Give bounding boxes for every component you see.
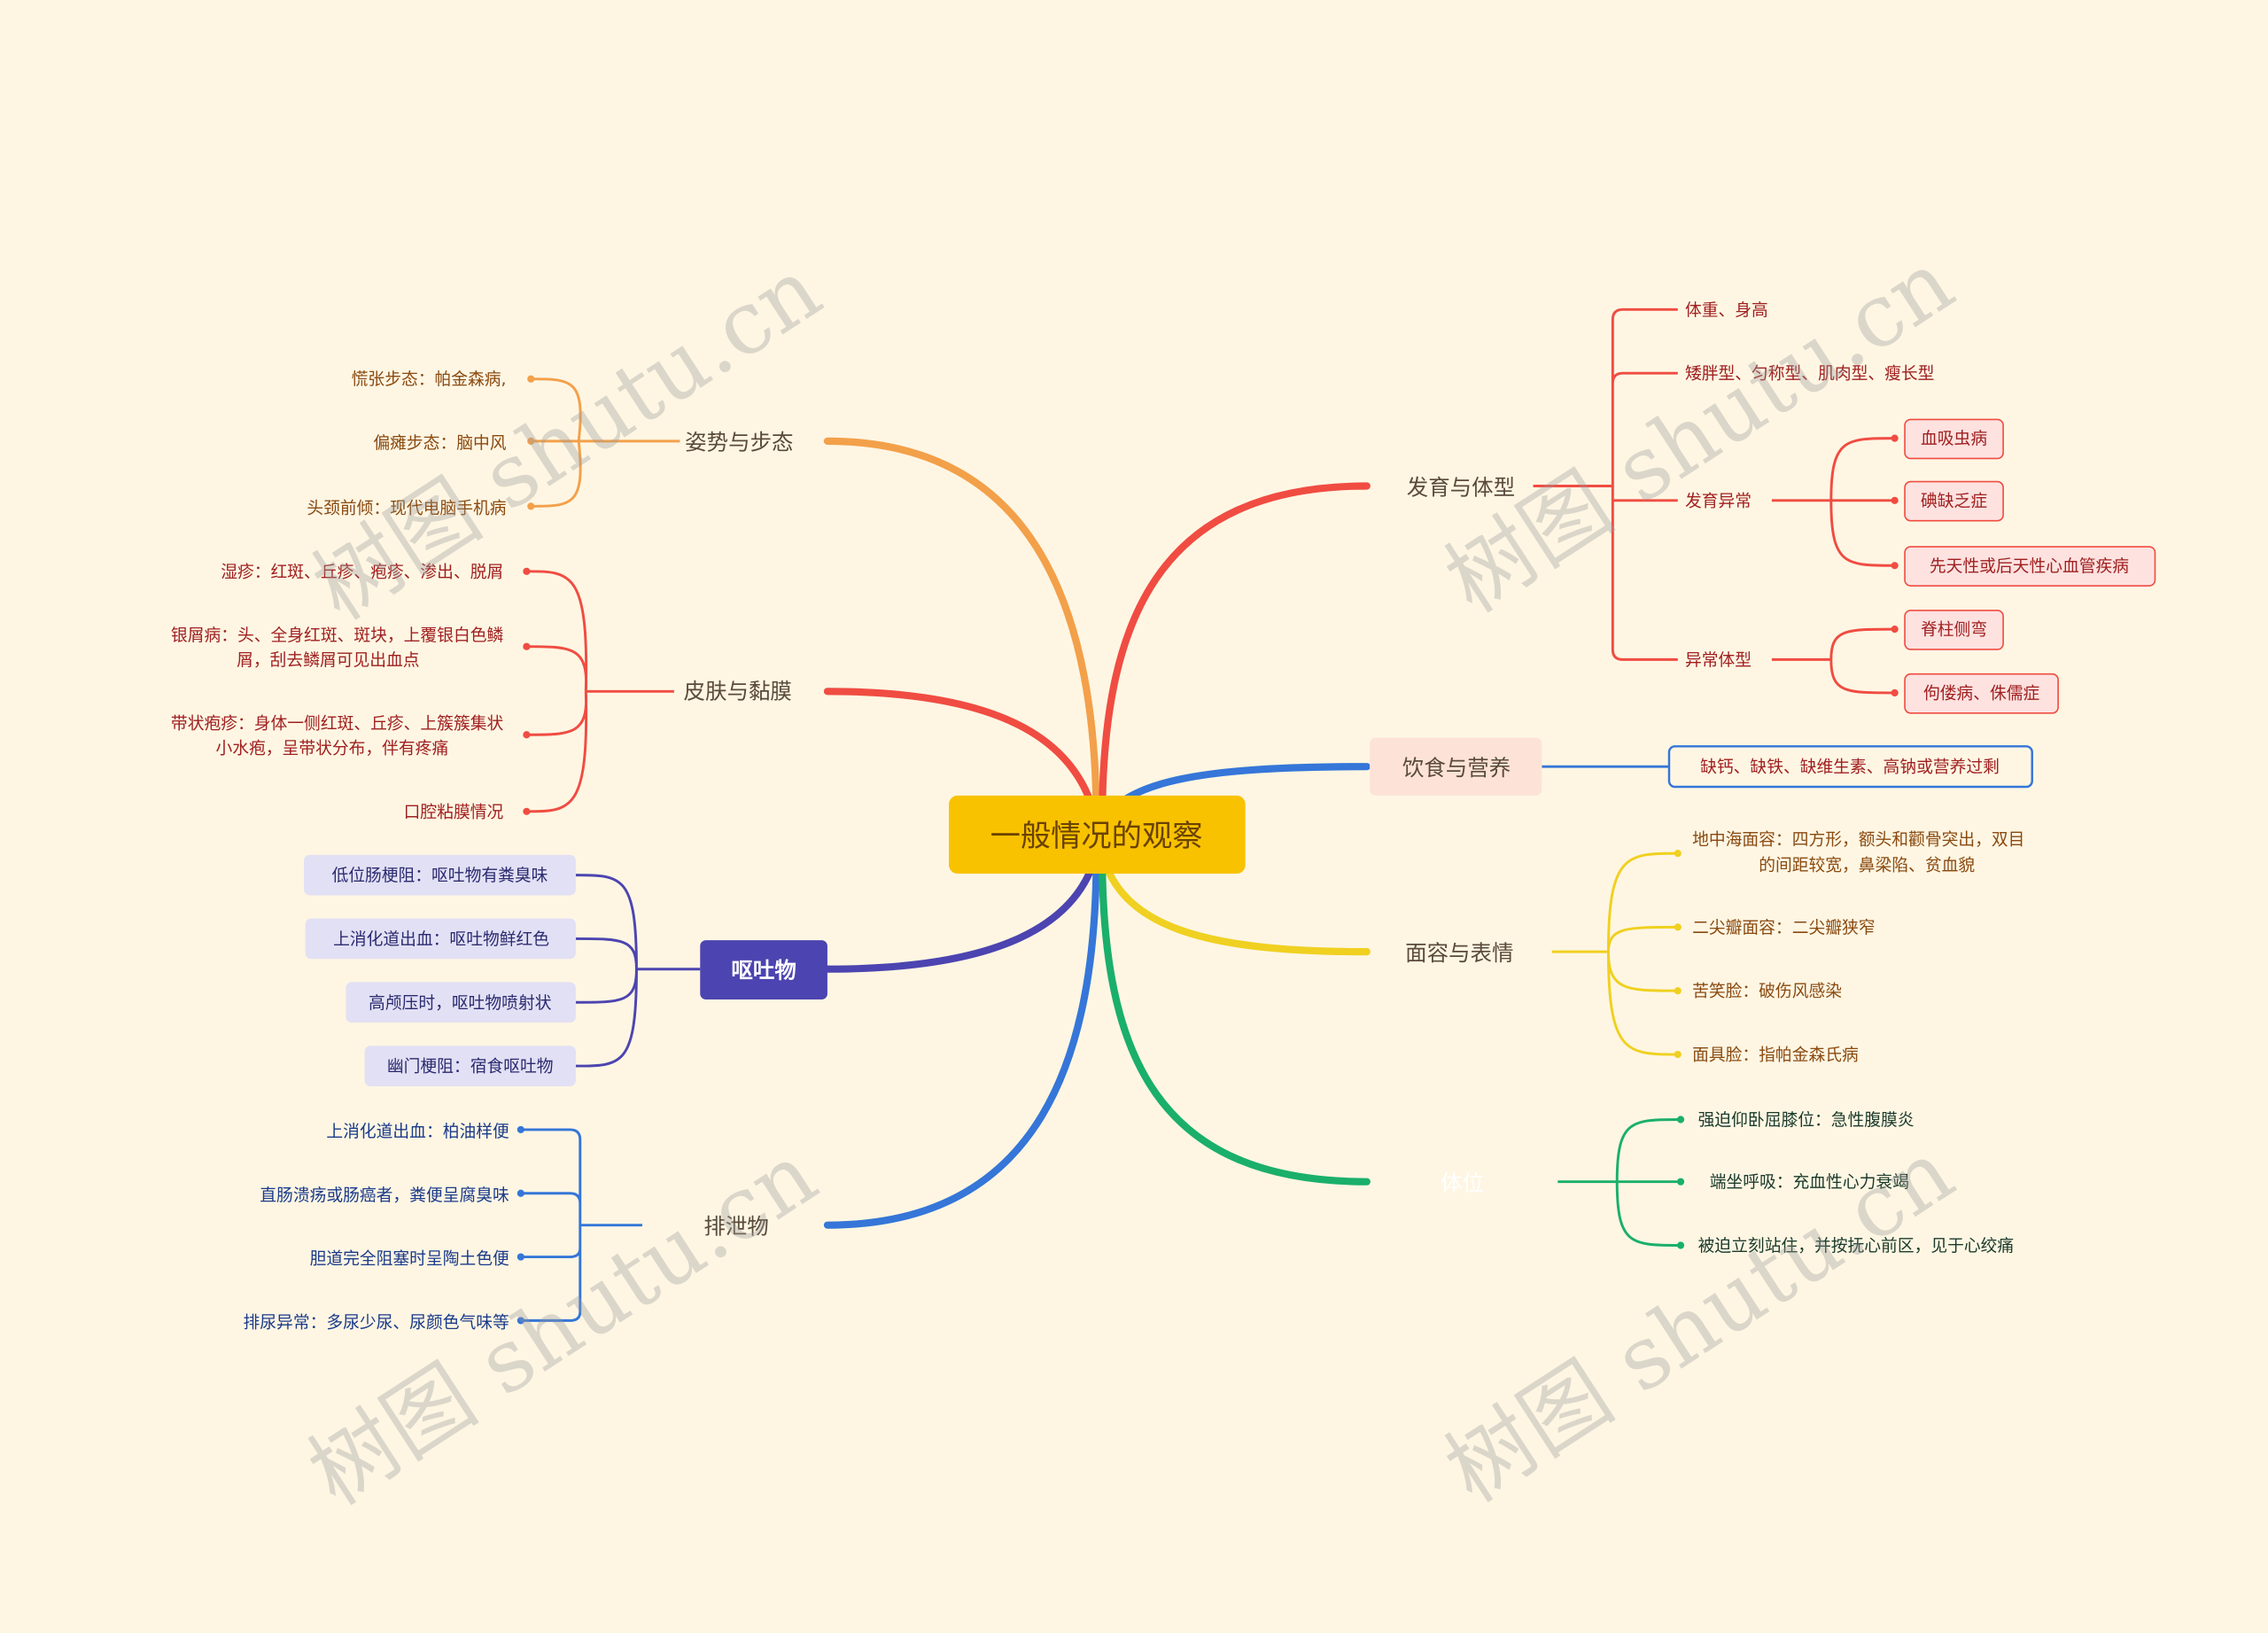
leaf-vomit-3: 高颅压时，呕吐物喷射状 [369, 993, 552, 1013]
leaf-skin-4: 口腔粘膜情况 [404, 802, 504, 821]
leaf-growth-abnormal-3: 先天性或后天性心血管疾病 [1930, 556, 2129, 576]
branch-skin[interactable]: 皮肤与黏膜 [684, 678, 792, 704]
pill-growth-4 [1904, 610, 2004, 650]
connector-dots [517, 375, 1899, 1325]
branch-label-diet: 饮食与营养 [1402, 755, 1511, 781]
pill-growth-1 [1904, 418, 2004, 460]
growth-child-4: 异常体型 [1685, 650, 1751, 670]
leaf-growth-shape-2: 佝偻病、侏儒症 [1923, 683, 2040, 703]
branch-diet[interactable]: 饮食与营养 [1370, 737, 1542, 796]
pill-vomit-1 [303, 854, 576, 896]
leaf-vomit-1: 低位肠梗阻：呕吐物有粪臭味 [331, 866, 548, 885]
connector-excretion [823, 850, 1100, 1229]
leaf-position-2: 端坐呼吸：充血性心力衰竭 [1710, 1172, 1909, 1192]
connector-vomit [823, 850, 1100, 973]
leaf-excretion-1: 上消化道出血：柏油样便 [326, 1122, 509, 1141]
pill-diet [1667, 745, 2033, 789]
main-connectors [823, 437, 1371, 1229]
leaf-position-3: 被迫立刻站住，并按抚心前区，见于心绞痛 [1698, 1236, 2015, 1256]
leaf-posture-1: 慌张步态：帕金森病, [352, 369, 507, 389]
position-leaves: 强迫仰卧屈膝位：急性腹膜炎 端坐呼吸：充血性心力衰竭 被迫立刻站住，并按抚心前区… [1698, 1110, 2015, 1256]
leaf-posture-3: 头颈前倾：现代电脑手机病 [307, 499, 506, 518]
leaf-face-4: 面具脸：指帕金森氏病 [1692, 1046, 1859, 1065]
branch-vomit[interactable]: 呕吐物 [700, 940, 827, 1000]
leaf-position-1: 强迫仰卧屈膝位：急性腹膜炎 [1698, 1110, 1915, 1130]
leaf-excretion-4: 排尿异常：多尿少尿、尿颜色气味等 [244, 1313, 509, 1333]
connector-position [1099, 850, 1371, 1186]
growth-child-3: 发育异常 [1685, 491, 1751, 510]
connector-growth [1099, 482, 1371, 826]
leaf-skin-3a: 带状疱疹：身体一侧红斑、丘疹、上簇簇集状 [171, 714, 504, 734]
connector-posture [823, 437, 1100, 826]
leaf-excretion-3: 胆道完全阻塞时呈陶土色便 [310, 1249, 509, 1269]
root-label: 一般情况的观察 [990, 819, 1203, 854]
branch-label-skin: 皮肤与黏膜 [684, 678, 792, 704]
branch-growth[interactable]: 发育与体型 [1407, 474, 1515, 500]
leaf-face-3: 苦笑脸：破伤风感染 [1692, 982, 1842, 1001]
growth-child-2: 矮胖型、匀称型、肌肉型、瘦长型 [1685, 364, 1935, 384]
leaf-face-1b: 的间距较宽，鼻梁陷、贫血貌 [1759, 856, 1975, 875]
leaf-skin-3b: 小水疱，呈带状分布，伴有疼痛 [215, 738, 448, 758]
leaf-growth-shape-1: 脊柱侧弯 [1921, 620, 1987, 640]
posture-leaves: 慌张步态：帕金森病, 偏瘫步态：脑中风 头颈前倾：现代电脑手机病 [307, 369, 506, 517]
growth-children: 体重、身高 矮胖型、匀称型、肌肉型、瘦长型 发育异常 异常体型 [1685, 300, 1935, 670]
branch-label-posture: 姿势与步态 [685, 430, 793, 455]
connector-skin [823, 688, 1100, 826]
branch-label-growth: 发育与体型 [1407, 474, 1515, 500]
face-leaves: 地中海面容：四方形，额头和颧骨突出，双目 的间距较宽，鼻梁陷、贫血貌 二尖瓣面容… [1692, 829, 2024, 1064]
leaf-skin-1: 湿疹：红斑、丘疹、疱疹、渗出、脱屑 [221, 562, 503, 581]
pill-growth-2 [1904, 480, 2004, 522]
pill-vomit-4 [364, 1046, 576, 1086]
sub-connectors [520, 307, 1895, 1322]
pill-vomit-2 [305, 918, 576, 960]
pill-vomit-3 [346, 982, 576, 1023]
vomit-leaves: 低位肠梗阻：呕吐物有粪臭味 上消化道出血：呕吐物鲜红色 高颅压时，呕吐物喷射状 … [303, 854, 576, 1086]
leaf-skin-2a: 银屑病：头、全身红斑、斑块，上覆银白色鳞 [171, 626, 504, 645]
leaf-posture-2: 偏瘫步态：脑中风 [373, 433, 506, 453]
branch-label-vomit: 呕吐物 [731, 958, 796, 984]
skin-leaves: 湿疹：红斑、丘疹、疱疹、渗出、脱屑 银屑病：头、全身红斑、斑块，上覆银白色鳞 屑… [171, 562, 504, 821]
branch-box-vomit [700, 940, 827, 1000]
leaf-growth-abnormal-2: 碘缺乏症 [1921, 491, 1987, 510]
leaf-vomit-4: 幽门梗阻：宿食呕吐物 [387, 1057, 554, 1077]
branch-label-excretion: 排泄物 [703, 1213, 768, 1239]
branch-label-face: 面容与表情 [1405, 940, 1513, 966]
branch-position[interactable]: 体位 [1441, 1170, 1484, 1195]
leaf-skin-2b: 屑，刮去鳞屑可见出血点 [237, 650, 419, 670]
root-node[interactable]: 一般情况的观察 [949, 795, 1246, 874]
leaf-face-1a: 地中海面容：四方形，额头和颧骨突出，双目 [1692, 829, 2024, 849]
branch-excretion[interactable]: 排泄物 [703, 1213, 768, 1239]
leaf-face-2: 二尖瓣面容：二尖瓣狭窄 [1692, 918, 1875, 937]
pill-growth-3 [1904, 546, 2156, 587]
root-box [949, 795, 1246, 874]
branch-face[interactable]: 面容与表情 [1405, 940, 1513, 966]
growth-child-1: 体重、身高 [1685, 300, 1768, 320]
growth-grandchildren: 血吸虫病 碘缺乏症 先天性或后天性心血管疾病 脊柱侧弯 佝偻病、侏儒症 [1904, 418, 2156, 714]
branch-box-diet [1370, 737, 1542, 796]
leaf-excretion-2: 直肠溃疡或肠癌者，粪便呈腐臭味 [260, 1186, 509, 1205]
excretion-leaves: 上消化道出血：柏油样便 直肠溃疡或肠癌者，粪便呈腐臭味 胆道完全阻塞时呈陶土色便… [244, 1122, 509, 1332]
pill-growth-5 [1904, 673, 2059, 714]
leaf-diet: 缺钙、缺铁、缺维生素、高钠或营养过剩 [1700, 758, 2000, 777]
connector-face [1099, 850, 1371, 956]
branch-posture[interactable]: 姿势与步态 [685, 430, 793, 455]
diet-leaf: 缺钙、缺铁、缺维生素、高钠或营养过剩 [1667, 745, 2033, 789]
leaf-growth-abnormal-1: 血吸虫病 [1921, 429, 1987, 448]
leaf-vomit-2: 上消化道出血：呕吐物鲜红色 [333, 929, 549, 949]
branch-label-position: 体位 [1441, 1170, 1484, 1195]
